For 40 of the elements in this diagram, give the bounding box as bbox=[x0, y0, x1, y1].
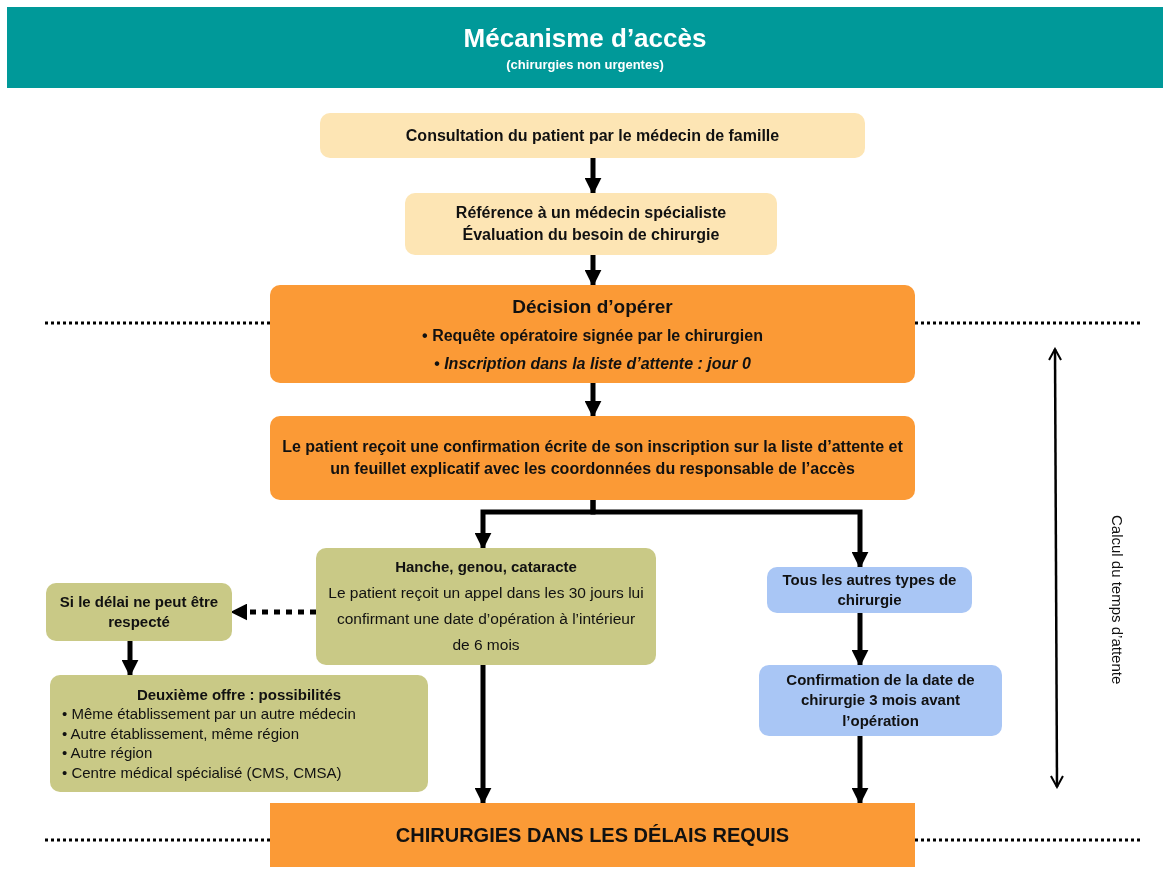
arrow bbox=[230, 603, 316, 621]
process-box bbox=[767, 567, 972, 613]
process-box bbox=[316, 548, 656, 665]
process-box bbox=[405, 193, 777, 255]
arrow bbox=[590, 500, 869, 569]
process-box bbox=[50, 675, 428, 792]
process-box bbox=[270, 416, 915, 500]
subtitle: (chirurgies non urgentes) bbox=[506, 56, 664, 72]
box-text: • Autre région bbox=[62, 743, 153, 763]
box-text: • Même établissement par un autre médecin bbox=[62, 704, 356, 724]
box-heading: Référence à un médecin spécialiste bbox=[455, 203, 727, 224]
process-box bbox=[270, 803, 915, 867]
process-box bbox=[759, 665, 1002, 736]
box-text: Le patient reçoit un appel dans les 30 jours lui confirmant une date d’opération à l’intérieur de 6 mois bbox=[328, 582, 644, 656]
box-text: CHIRURGIES DANS LES DÉLAIS REQUIS bbox=[395, 822, 790, 848]
arrow bbox=[851, 613, 869, 667]
process-box bbox=[320, 113, 865, 158]
process-box bbox=[270, 285, 915, 383]
arrow bbox=[474, 665, 492, 805]
box-text: Confirmation de la date de chirurgie 3 mois avant l’opération bbox=[785, 670, 976, 731]
box-text: Tous les autres types de chirurgie bbox=[781, 569, 958, 610]
arrow bbox=[851, 736, 869, 805]
box-text: Si le délai ne peut être respecté bbox=[58, 591, 220, 632]
box-text: Évaluation du besoin de chirurgie bbox=[462, 224, 720, 245]
box-text: • Centre médical spécialisé (CMS, CMSA) bbox=[62, 762, 342, 783]
box-text: • Inscription dans la liste d’attente : jour 0 bbox=[434, 353, 751, 374]
arrow bbox=[584, 158, 602, 195]
title: Mécanisme d’accès bbox=[463, 23, 707, 55]
arrow bbox=[584, 383, 602, 418]
arrow bbox=[121, 641, 139, 677]
arrow bbox=[584, 255, 602, 287]
box-heading: Hanche, genou, cataracte bbox=[395, 557, 577, 578]
box-text: Consultation du patient par le médecin de famille bbox=[405, 125, 780, 146]
box-text: Le patient reçoit une confirmation écrite de son inscription sur la liste d’attente et un feuillet explicatif avec les coordonnées du responsable de l’accès bbox=[282, 437, 903, 479]
process-box bbox=[46, 583, 232, 641]
box-heading: Deuxième offre : possibilités bbox=[136, 684, 342, 705]
box-text: • Autre établissement, même région bbox=[62, 723, 300, 744]
box-heading: Décision d’opérer bbox=[512, 294, 673, 319]
axis-label: Calcul du temps d’attente bbox=[1108, 514, 1126, 687]
box-text: • Requête opératoire signée par le chirurgien bbox=[422, 326, 763, 347]
